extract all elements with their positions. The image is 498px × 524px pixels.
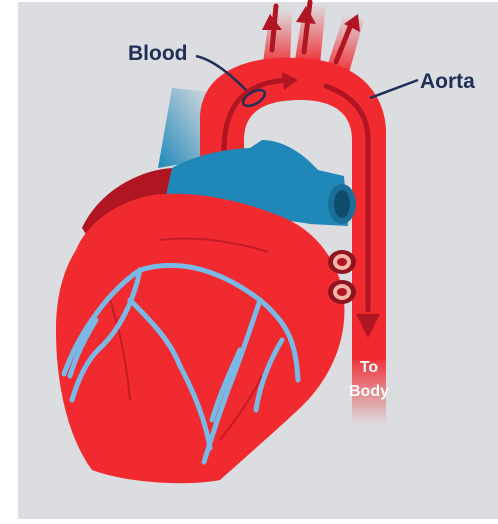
to-label: To	[360, 359, 379, 376]
body-label: Body	[349, 383, 389, 400]
blood-label: Blood	[128, 42, 187, 65]
aorta-label: Aorta	[420, 70, 475, 93]
